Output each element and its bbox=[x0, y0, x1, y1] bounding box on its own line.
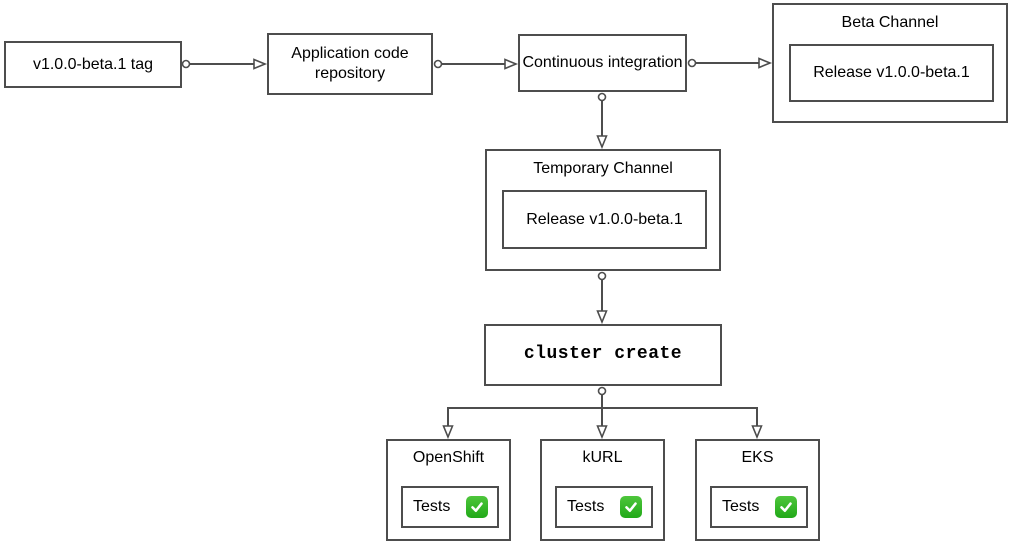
eks-tests-box: Tests bbox=[710, 486, 808, 528]
node-temporary-channel: Temporary Channel Release v1.0.0-beta.1 bbox=[485, 149, 721, 271]
kurl-title: kURL bbox=[582, 449, 623, 466]
edge-cluster-create-to-eks bbox=[602, 407, 763, 440]
node-beta-channel: Beta Channel Release v1.0.0-beta.1 bbox=[772, 3, 1008, 123]
check-mark-icon bbox=[775, 496, 797, 518]
node-version-tag: v1.0.0-beta.1 tag bbox=[4, 41, 182, 88]
node-kurl: kURL Tests bbox=[540, 439, 665, 541]
temp-release-label: Release v1.0.0-beta.1 bbox=[526, 210, 683, 228]
eks-tests-label: Tests bbox=[722, 498, 760, 515]
openshift-tests-box: Tests bbox=[401, 486, 499, 528]
eks-title: EKS bbox=[741, 449, 774, 466]
version-tag-label: v1.0.0-beta.1 tag bbox=[32, 55, 154, 73]
kurl-tests-box: Tests bbox=[555, 486, 653, 528]
openshift-title: OpenShift bbox=[412, 449, 485, 466]
edge-cluster-create-to-openshift bbox=[442, 407, 602, 440]
beta-release-label: Release v1.0.0-beta.1 bbox=[813, 64, 970, 81]
node-app-code-repository: Application code repository bbox=[267, 33, 433, 95]
cluster-create-label: cluster create bbox=[523, 344, 683, 365]
node-temp-release: Release v1.0.0-beta.1 bbox=[502, 190, 707, 249]
check-mark-icon bbox=[620, 496, 642, 518]
continuous-integration-label: Continuous integration bbox=[522, 54, 683, 72]
temporary-channel-title: Temporary Channel bbox=[533, 160, 673, 177]
node-openshift: OpenShift Tests bbox=[386, 439, 511, 541]
node-beta-release: Release v1.0.0-beta.1 bbox=[789, 44, 994, 102]
openshift-tests-label: Tests bbox=[413, 498, 451, 515]
node-eks: EKS Tests bbox=[695, 439, 820, 541]
check-mark-icon bbox=[466, 496, 488, 518]
kurl-tests-label: Tests bbox=[567, 498, 605, 515]
beta-channel-title: Beta Channel bbox=[841, 14, 939, 31]
node-cluster-create: cluster create bbox=[484, 324, 722, 386]
node-continuous-integration: Continuous integration bbox=[518, 34, 687, 92]
app-code-repository-label: Application code repository bbox=[291, 45, 409, 82]
